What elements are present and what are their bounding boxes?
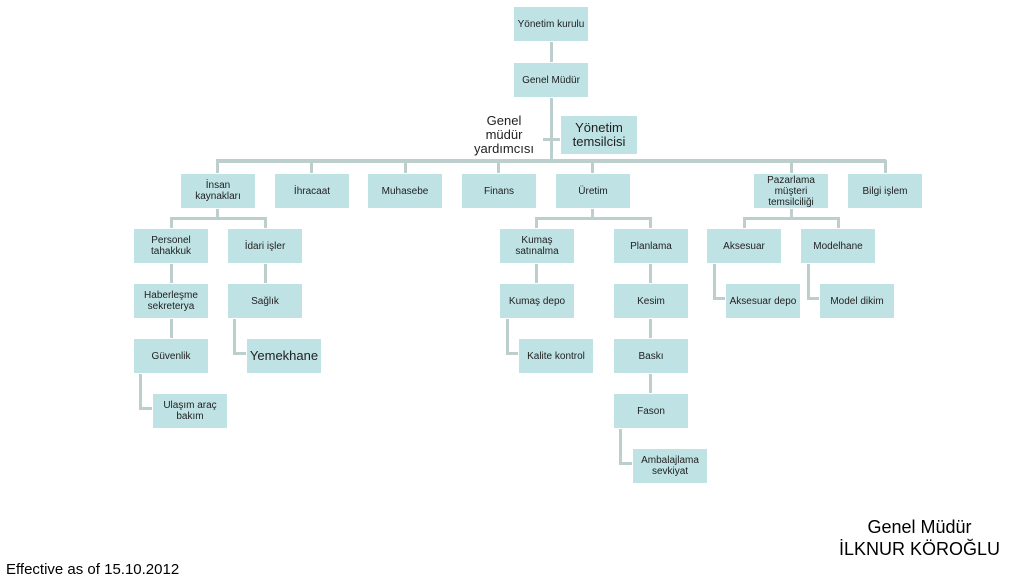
connector-line xyxy=(542,138,560,141)
connector-line xyxy=(591,160,594,174)
node-production: Üretim xyxy=(555,173,631,209)
connector-line xyxy=(139,374,142,410)
connector-line xyxy=(713,297,727,300)
connector-line xyxy=(170,264,173,284)
node-packaging-shipping: Ambalajlama sevkiyat xyxy=(632,448,708,484)
node-quality-control: Kalite kontrol xyxy=(518,338,594,374)
connector-line xyxy=(506,319,509,355)
node-accessory: Aksesuar xyxy=(706,228,782,264)
connector-line xyxy=(550,42,553,62)
connector-line xyxy=(619,462,633,465)
node-accounting: Muhasebe xyxy=(367,173,443,209)
node-printing: Baskı xyxy=(613,338,689,374)
node-fabric-depot: Kumaş depo xyxy=(499,283,575,319)
node-accessory-depot: Aksesuar depo xyxy=(725,283,801,319)
connector-line xyxy=(139,407,153,410)
node-health: Sağlık xyxy=(227,283,303,319)
node-security: Güvenlik xyxy=(133,338,209,374)
connector-line xyxy=(497,160,500,174)
signature-name: İLKNUR KÖROĞLU xyxy=(838,539,1000,559)
connector-line xyxy=(216,160,219,174)
node-board: Yönetim kurulu xyxy=(513,6,589,42)
connector-line xyxy=(264,217,267,229)
connector-line xyxy=(790,209,793,219)
connector-line xyxy=(264,264,267,284)
connector-line xyxy=(790,160,793,174)
connector-line xyxy=(535,217,538,229)
node-management-representative: Yönetim temsilcisi xyxy=(560,115,638,155)
connector-line xyxy=(743,217,839,220)
node-payroll: Personel tahakkuk xyxy=(133,228,209,264)
node-model-sewing: Model dikim xyxy=(819,283,895,319)
connector-line xyxy=(807,297,821,300)
connector-line xyxy=(535,217,651,220)
connector-line xyxy=(310,160,313,174)
node-administrative: İdari işler xyxy=(227,228,303,264)
node-deputy-manager: Genel müdür yardımcısı xyxy=(465,114,543,156)
connector-line xyxy=(713,264,716,300)
connector-line xyxy=(506,352,520,355)
node-human-resources: İnsan kaynakları xyxy=(180,173,256,209)
connector-line xyxy=(233,319,236,355)
connector-line xyxy=(807,264,810,300)
connector-line xyxy=(619,429,622,465)
connector-line xyxy=(649,374,652,394)
connector-line xyxy=(216,209,219,219)
node-transport: Ulaşım araç bakım xyxy=(152,393,228,429)
connector-line xyxy=(884,160,887,174)
node-general-manager: Genel Müdür xyxy=(513,62,589,98)
connector-line xyxy=(170,319,173,339)
connector-line xyxy=(649,217,652,229)
node-cutting: Kesim xyxy=(613,283,689,319)
node-planning: Planlama xyxy=(613,228,689,264)
connector-line xyxy=(649,264,652,284)
connector-line xyxy=(743,217,746,229)
connector-line xyxy=(535,264,538,284)
effective-date: Effective as of 15.10.2012 xyxy=(6,561,180,578)
node-fason: Fason xyxy=(613,393,689,429)
connector-line xyxy=(170,217,266,220)
node-it: Bilgi işlem xyxy=(847,173,923,209)
node-marketing: Pazarlama müşteri temsilciliği xyxy=(753,173,829,209)
connector-line xyxy=(649,319,652,339)
node-fabric-purchase: Kumaş satınalma xyxy=(499,228,575,264)
connector-line xyxy=(216,159,886,163)
signature-block: Genel Müdür İLKNUR KÖROĞLU xyxy=(839,516,1000,560)
node-export: İhracaat xyxy=(274,173,350,209)
connector-line xyxy=(591,209,594,219)
connector-line xyxy=(233,352,247,355)
connector-line xyxy=(404,160,407,174)
node-finance: Finans xyxy=(461,173,537,209)
node-cafeteria: Yemekhane xyxy=(246,338,322,374)
connector-line xyxy=(170,217,173,229)
connector-line xyxy=(837,217,840,229)
node-communication: Haberleşme sekreterya xyxy=(133,283,209,319)
node-modelhouse: Modelhane xyxy=(800,228,876,264)
connector-line xyxy=(550,98,553,160)
signature-title: Genel Müdür xyxy=(867,517,972,537)
